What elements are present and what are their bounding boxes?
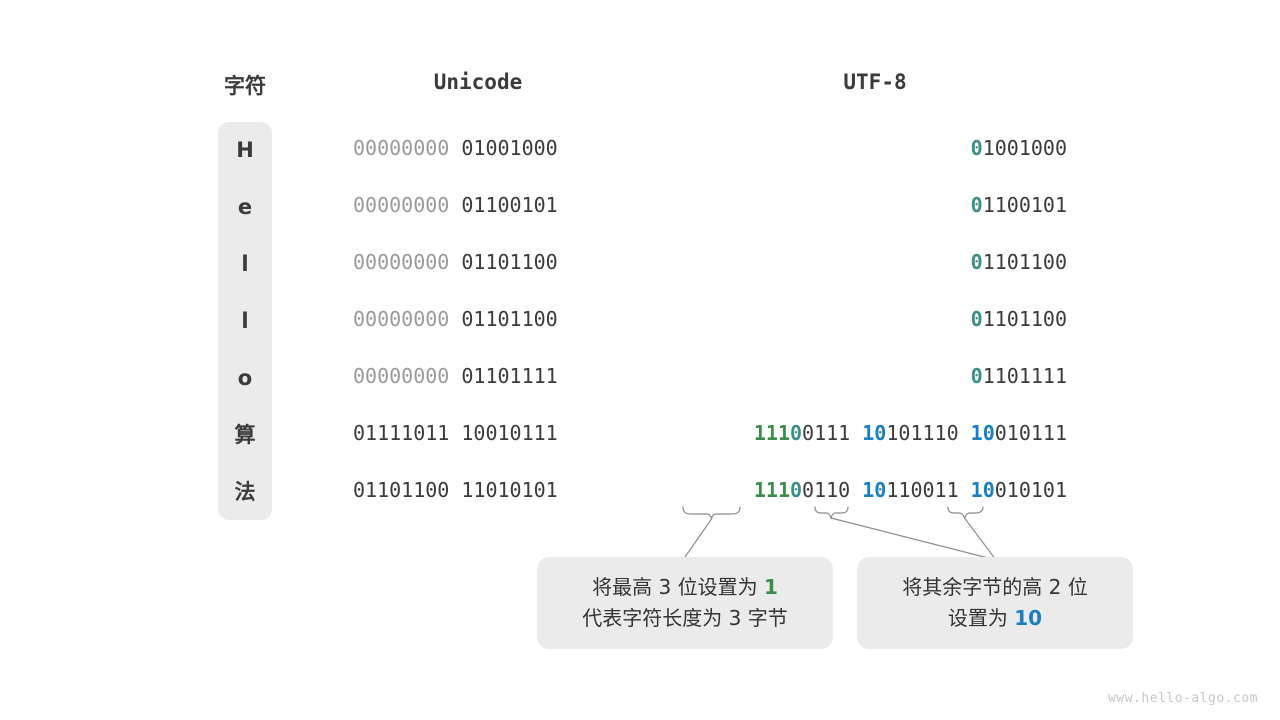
unicode-high-byte: 01101100 — [353, 478, 450, 502]
column-header-unicode: Unicode — [433, 70, 523, 94]
byte-separator — [959, 421, 971, 445]
callout-2-line-2-text: 设置为 — [947, 606, 1015, 630]
utf8-byte-marker-tail: 0 — [790, 478, 803, 502]
character-cell: H — [236, 138, 254, 162]
utf8-byte-marker: 111 — [753, 421, 790, 445]
utf8-byte-payload: 1101100 — [982, 307, 1067, 331]
utf8-bits: 01001000 — [971, 136, 1067, 160]
byte-separator — [850, 478, 862, 502]
utf8-byte-marker: 0 — [970, 193, 983, 217]
utf8-byte-payload: 0111 — [802, 421, 851, 445]
utf8-byte-marker: 0 — [970, 136, 983, 160]
unicode-bits: 00000000 01001000 — [353, 136, 558, 160]
unicode-bits: 01111011 10010111 — [353, 421, 558, 445]
unicode-low-byte: 01001000 — [449, 136, 558, 160]
utf8-bits: 01101100 — [971, 307, 1067, 331]
callout-2-line-1: 将其余字节的高 2 位 — [902, 572, 1087, 603]
callout-2-line-2-highlight: 10 — [1014, 606, 1043, 630]
unicode-high-byte: 00000000 — [353, 364, 450, 388]
utf8-byte-marker: 10 — [862, 478, 887, 502]
utf8-byte-payload: 0110 — [802, 478, 851, 502]
unicode-low-byte: 10010111 — [449, 421, 558, 445]
watermark: www.hello-algo.com — [1108, 691, 1258, 706]
unicode-low-byte: 01101111 — [449, 364, 558, 388]
unicode-high-byte: 00000000 — [353, 136, 450, 160]
callout-2-line-1-text: 将其余字节的高 2 位 — [902, 575, 1088, 599]
character-cell: 算 — [234, 423, 256, 447]
character-cell: e — [237, 195, 253, 219]
column-header-utf8: UTF-8 — [843, 70, 907, 94]
callout-1-line-1-highlight: 1 — [763, 575, 778, 599]
utf8-byte-payload: 1101111 — [982, 364, 1067, 388]
character-cell: l — [241, 252, 249, 276]
callout-leading-byte: 将最高 3 位设置为 1 代表字符长度为 3 字节 — [537, 557, 833, 649]
byte-separator — [850, 421, 862, 445]
utf8-byte-payload: 010101 — [994, 478, 1067, 502]
unicode-bits: 00000000 01101100 — [353, 250, 558, 274]
callout-1-line-1: 将最高 3 位设置为 1 — [592, 572, 778, 603]
character-cell: l — [241, 309, 249, 333]
unicode-high-byte: 00000000 — [353, 250, 450, 274]
unicode-high-byte: 00000000 — [353, 307, 450, 331]
unicode-bits: 01101100 11010101 — [353, 478, 558, 502]
utf8-byte-marker: 0 — [970, 307, 983, 331]
utf8-byte-marker: 10 — [862, 421, 887, 445]
utf8-byte-marker: 0 — [970, 250, 983, 274]
unicode-bits: 00000000 01101111 — [353, 364, 558, 388]
byte-separator — [959, 478, 971, 502]
utf8-bits: 11100110 10110011 10010101 — [754, 478, 1067, 502]
character-cell: 法 — [234, 480, 256, 504]
utf8-byte-marker-tail: 0 — [790, 421, 803, 445]
utf8-byte-payload: 1100101 — [982, 193, 1067, 217]
unicode-low-byte: 01101100 — [449, 307, 558, 331]
unicode-high-byte: 01111011 — [353, 421, 450, 445]
callout-continuation-byte: 将其余字节的高 2 位 设置为 10 — [857, 557, 1133, 649]
utf8-bits: 01100101 — [971, 193, 1067, 217]
utf8-byte-payload: 010111 — [994, 421, 1067, 445]
column-header-character: 字符 — [224, 74, 266, 98]
unicode-low-byte: 01101100 — [449, 250, 558, 274]
callout-2-line-2: 设置为 10 — [948, 603, 1042, 634]
utf8-byte-marker: 0 — [970, 364, 983, 388]
utf8-byte-payload: 110011 — [886, 478, 959, 502]
unicode-bits: 00000000 01101100 — [353, 307, 558, 331]
callout-1-line-2: 代表字符长度为 3 字节 — [582, 603, 787, 634]
utf8-bits: 01101100 — [971, 250, 1067, 274]
character-cell: o — [237, 366, 253, 390]
utf8-byte-payload: 1001000 — [982, 136, 1067, 160]
utf8-bits: 01101111 — [971, 364, 1067, 388]
utf8-byte-marker: 10 — [970, 478, 995, 502]
utf8-byte-marker: 10 — [970, 421, 995, 445]
utf8-byte-marker: 111 — [753, 478, 790, 502]
unicode-bits: 00000000 01100101 — [353, 193, 558, 217]
utf8-byte-payload: 101110 — [886, 421, 959, 445]
unicode-low-byte: 11010101 — [449, 478, 558, 502]
utf8-bits: 11100111 10101110 10010111 — [754, 421, 1067, 445]
callout-1-line-1-text: 将最高 3 位设置为 — [592, 575, 764, 599]
callout-1-line-2-text: 代表字符长度为 3 字节 — [582, 606, 788, 630]
utf8-byte-payload: 1101100 — [982, 250, 1067, 274]
unicode-low-byte: 01100101 — [449, 193, 558, 217]
unicode-high-byte: 00000000 — [353, 193, 450, 217]
